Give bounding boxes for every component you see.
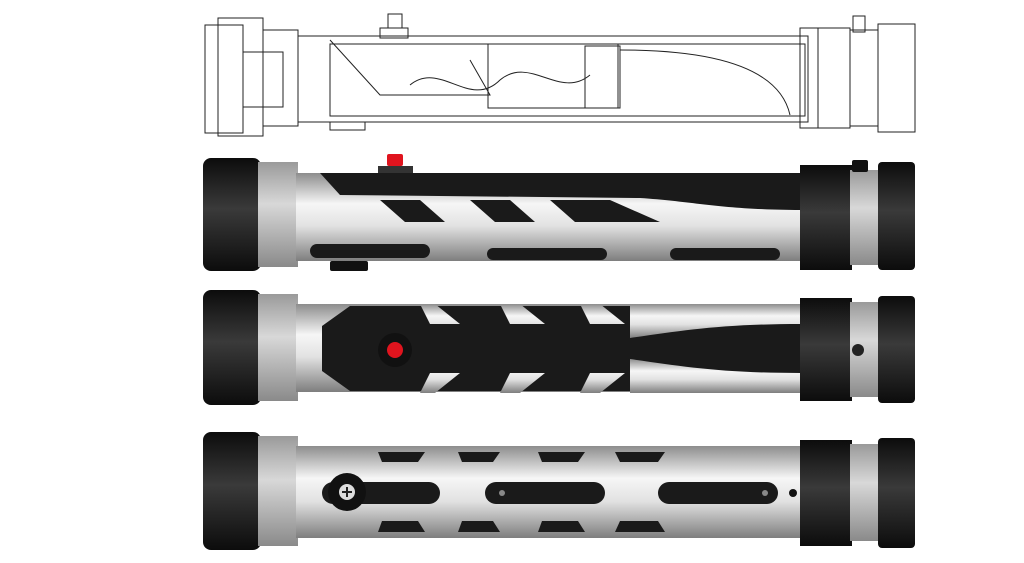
emitter-shroud [800, 440, 852, 546]
upper-shroud [320, 173, 808, 210]
clip-switch [330, 261, 368, 271]
vent-slots [380, 200, 660, 222]
upper-vents [378, 452, 665, 462]
pommel-cap [203, 290, 261, 405]
lower-slot [670, 248, 780, 260]
red-switch-icon [387, 154, 403, 166]
pommel-cap [203, 432, 261, 550]
grip-slot [485, 482, 605, 504]
lower-cutouts [420, 359, 800, 393]
lower-slot [310, 244, 430, 258]
switch-base [378, 166, 413, 173]
emitter-ring [850, 170, 880, 265]
slot-screw [762, 490, 768, 496]
pommel-ring [258, 162, 298, 267]
lower-vents [378, 521, 665, 532]
lower-slot [487, 248, 607, 260]
hilt-line-drawing [204, 13, 916, 137]
ring-screw [852, 344, 864, 356]
hilt-slotted [203, 432, 915, 550]
emitter-cap [878, 296, 915, 403]
hilt-fishbone [203, 290, 915, 405]
cross-screw-icon [342, 487, 352, 497]
hilt-top-vents [203, 154, 915, 271]
body-screw [789, 489, 797, 497]
pommel-cap [203, 158, 261, 271]
pommel-ring [258, 436, 298, 546]
emitter-shroud [800, 165, 852, 270]
pommel-ring [258, 294, 298, 401]
grip-slot [658, 482, 778, 504]
slot-screw [499, 490, 505, 496]
upper-cutouts [420, 304, 800, 338]
emitter-screw [852, 160, 868, 172]
emitter-ring [850, 444, 880, 541]
emitter-cap [878, 438, 915, 548]
red-dot-icon [387, 342, 403, 358]
emitter-cap [878, 162, 915, 270]
emitter-shroud [800, 298, 852, 401]
